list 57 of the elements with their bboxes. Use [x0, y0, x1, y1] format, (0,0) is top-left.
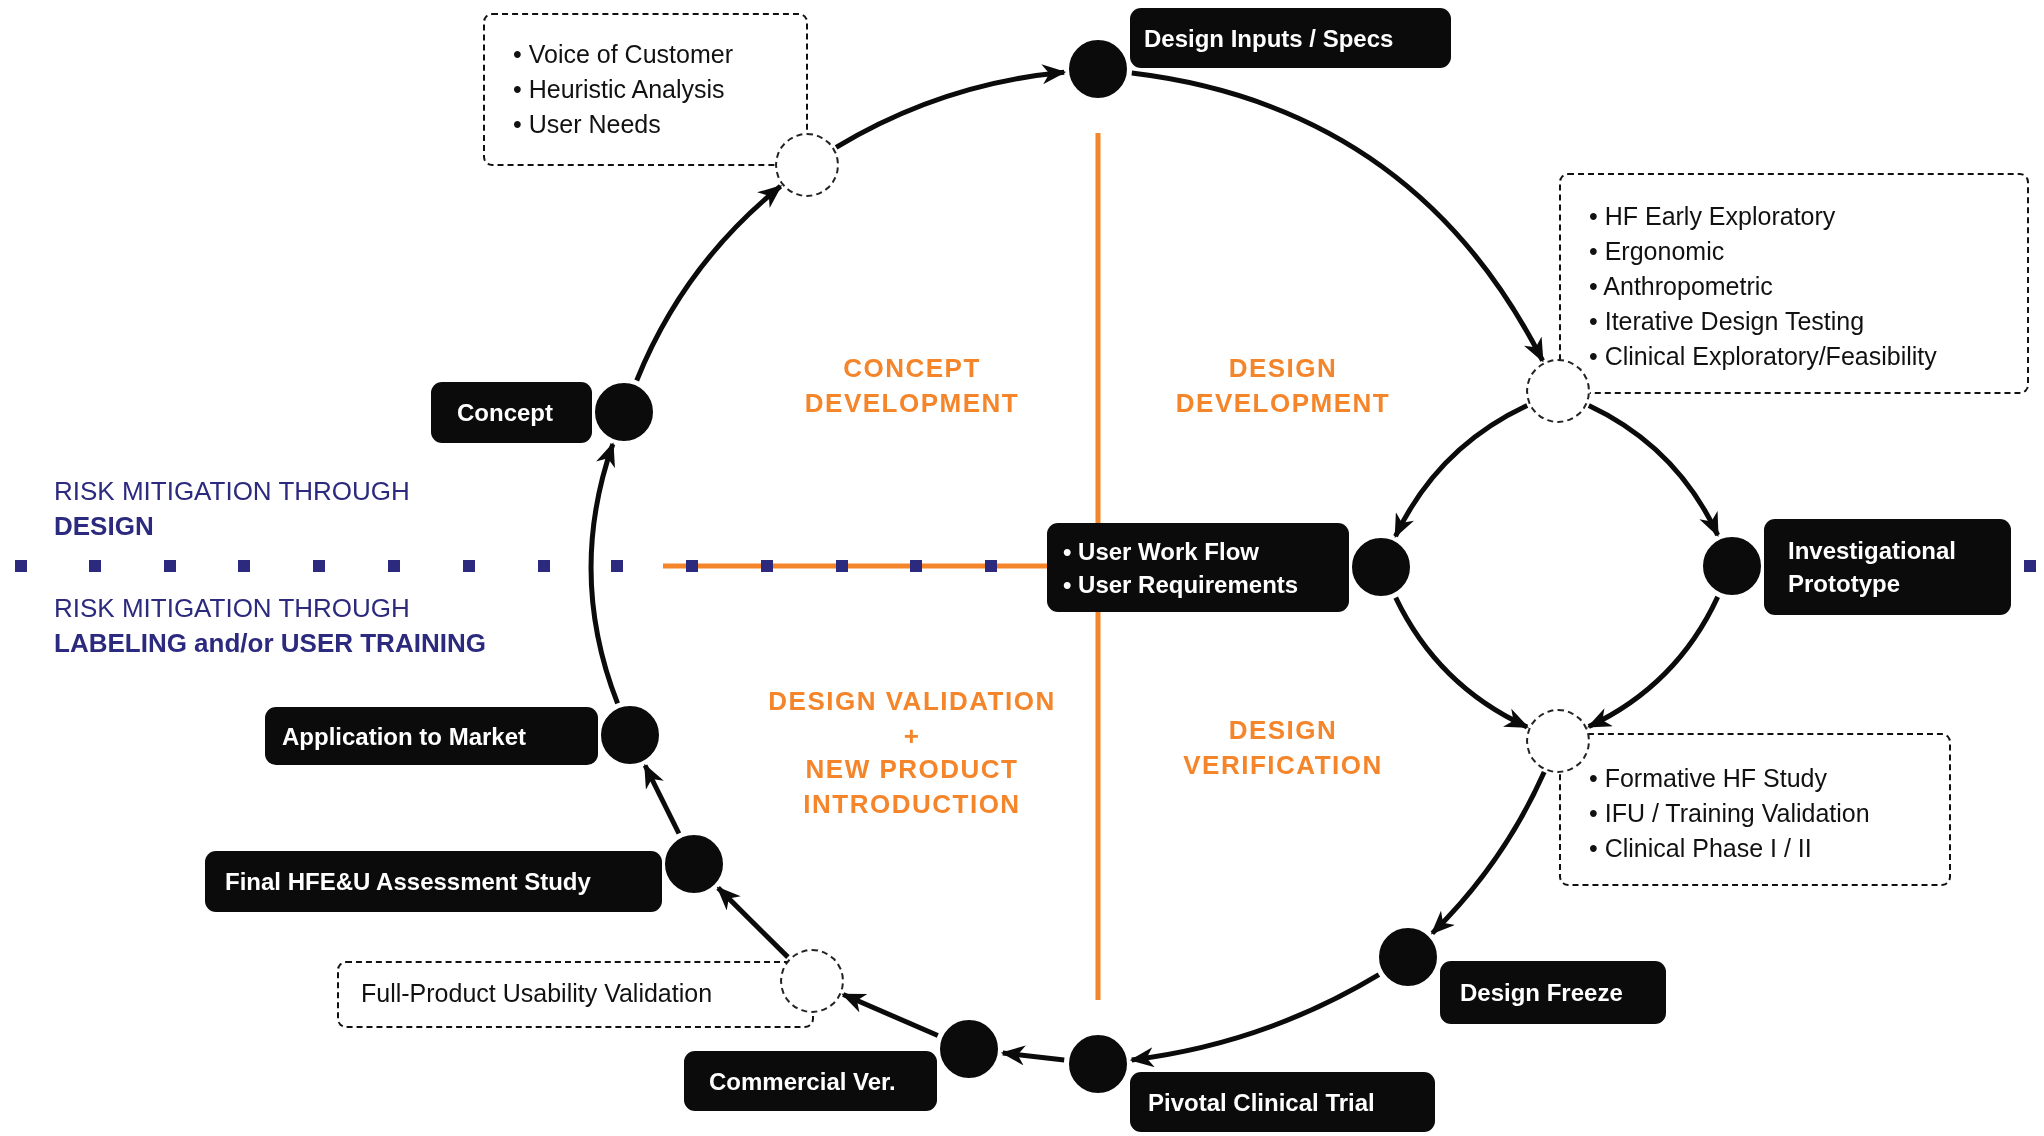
- list-item: • Voice of Customer: [513, 39, 733, 70]
- stage-name: Pivotal Clinical Trial: [1148, 1087, 1375, 1118]
- activity-box: [1559, 733, 1951, 886]
- arrow: [1393, 596, 1529, 730]
- arrow: [1393, 403, 1529, 539]
- list-item: • IFU / Training Validation: [1589, 798, 1870, 829]
- stage-box: [1047, 523, 1349, 612]
- list-item: • Anthropometric: [1589, 271, 1773, 302]
- phase-label: DESIGN VERIFICATION: [1182, 714, 1384, 782]
- activity-box: [337, 961, 814, 1028]
- stage-name: Concept: [457, 398, 553, 428]
- stage-box: [1440, 961, 1666, 1024]
- activity-box: [483, 13, 808, 166]
- list-item: • Clinical Phase I / II: [1589, 833, 1812, 864]
- list-item: • User Needs: [513, 109, 661, 140]
- stage-box: [431, 382, 592, 443]
- arrow: [588, 442, 620, 705]
- stage-box: [265, 707, 598, 765]
- list-item: • Formative HF Study: [1589, 763, 1827, 794]
- arrow: [1129, 972, 1381, 1067]
- list-item: • Clinical Exploratory/Feasibility: [1589, 341, 1937, 372]
- list-item: • User Requirements: [1063, 569, 1299, 600]
- arrow: [1587, 403, 1720, 537]
- stage-box: [1764, 519, 2011, 615]
- list-item: • Ergonomic: [1589, 236, 1725, 267]
- stage-box: [1130, 8, 1451, 68]
- arrow: [634, 184, 783, 382]
- stage-name: Design Inputs / Specs: [1144, 23, 1394, 54]
- list-item: • Iterative Design Testing: [1589, 306, 1865, 337]
- arrow: [1430, 771, 1547, 935]
- risk-note: RISK MITIGATION THROUGH LABELING and/or USER TRAINING: [54, 592, 487, 660]
- stage-name: Design Freeze: [1460, 978, 1623, 1008]
- list-item: • Heuristic Analysis: [513, 74, 725, 105]
- list-item: • HF Early Exploratory: [1589, 201, 1836, 232]
- arrow: [841, 992, 939, 1038]
- phase-label: NEW PRODUCT INTRODUCTION: [802, 753, 1022, 821]
- arrow: [1131, 70, 1545, 363]
- stage-name: Commercial Ver.: [709, 1066, 896, 1097]
- stage-box: [205, 851, 662, 912]
- list-item: Full-Product Usability Validation: [361, 978, 713, 1009]
- risk-note: RISK MITIGATION THROUGH DESIGN: [54, 475, 411, 543]
- list-item: • User Work Flow: [1063, 536, 1259, 567]
- phase-label: DESIGN VALIDATION: [767, 685, 1057, 718]
- stage-name: Application to Market: [282, 721, 527, 752]
- stage-name: Investigational Prototype: [1788, 536, 1958, 599]
- phase-label: DESIGN DEVELOPMENT: [1174, 352, 1392, 420]
- arrow: [834, 64, 1067, 150]
- arrow: [716, 886, 790, 959]
- stage-box: [1130, 1072, 1435, 1132]
- stage-box: [684, 1051, 937, 1111]
- phase-label: +: [902, 720, 922, 753]
- activity-box: [1559, 173, 2029, 394]
- arrow: [1587, 595, 1720, 729]
- arrow: [642, 763, 682, 835]
- phase-label: CONCEPT DEVELOPMENT: [803, 352, 1021, 420]
- stage-name: Final HFE&U Assessment Study: [225, 867, 591, 897]
- arrow: [1000, 1045, 1065, 1066]
